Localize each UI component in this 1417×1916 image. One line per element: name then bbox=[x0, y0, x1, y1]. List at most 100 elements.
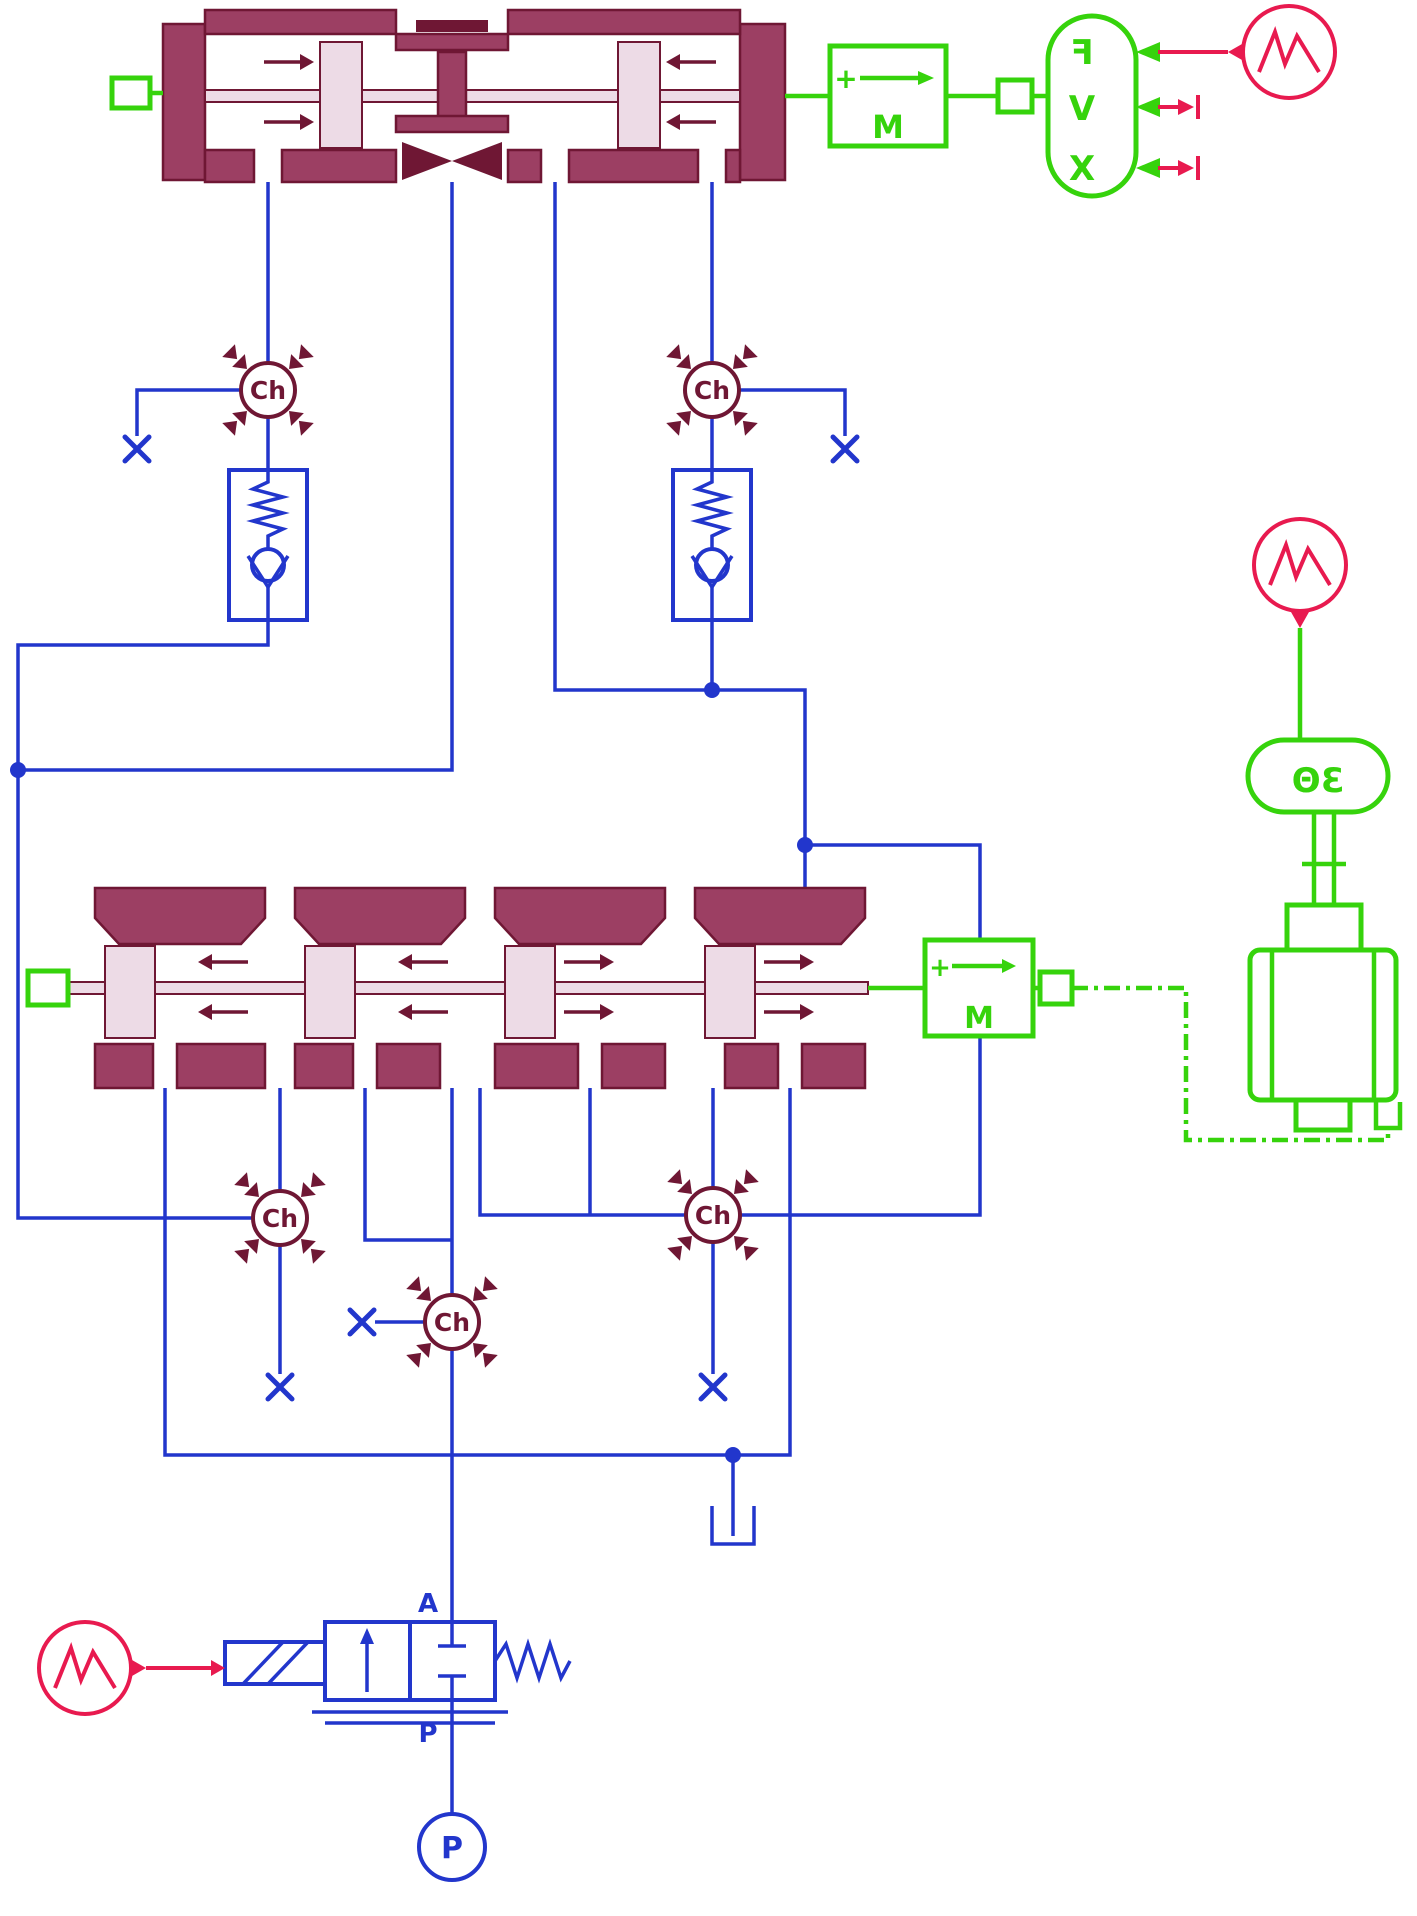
chamber-mid-center[interactable]: Ch bbox=[406, 1276, 498, 1368]
top-cylinder[interactable] bbox=[109, 8, 787, 184]
line-cyl-center-port[interactable] bbox=[18, 182, 454, 772]
bottom-shell bbox=[506, 148, 543, 184]
mass-block-top[interactable]: + M bbox=[827, 43, 949, 149]
waveform-icon bbox=[1252, 517, 1348, 613]
junction-dot bbox=[10, 762, 26, 778]
bottom-cap bbox=[375, 1042, 442, 1090]
rotary-label: 3Θ bbox=[1292, 761, 1345, 801]
direction-arrowhead bbox=[1002, 959, 1016, 973]
plus-sign: + bbox=[834, 62, 857, 95]
bottom-shell bbox=[280, 148, 398, 184]
plug-mid-left[interactable] bbox=[268, 1375, 292, 1399]
line-return-rail[interactable] bbox=[163, 1088, 792, 1457]
chamber-label: Ch bbox=[694, 376, 730, 405]
signal-source-top-right[interactable] bbox=[1228, 4, 1337, 100]
mechanical-port[interactable] bbox=[1037, 969, 1075, 1007]
clamp-load[interactable] bbox=[1247, 902, 1403, 1133]
top-cap bbox=[493, 886, 667, 946]
chamber-label: Ch bbox=[695, 1201, 731, 1230]
bottom-cap bbox=[175, 1042, 267, 1090]
solenoid[interactable] bbox=[223, 1640, 327, 1686]
flow-path-arrowhead bbox=[360, 1628, 374, 1644]
signal-port-arrow bbox=[1136, 97, 1160, 117]
piston-1 bbox=[104, 945, 156, 1039]
piston-4 bbox=[704, 945, 756, 1039]
piston-right bbox=[617, 41, 661, 149]
bottom-cap bbox=[600, 1042, 667, 1090]
line-port-elbow-center[interactable] bbox=[363, 1088, 452, 1242]
spool-cap bbox=[416, 20, 488, 32]
rotary-load-chain: 3Θ bbox=[1245, 517, 1403, 1133]
spool-top-flange bbox=[394, 32, 510, 52]
rod-end-port[interactable] bbox=[25, 968, 71, 1008]
signal-source-right[interactable] bbox=[1252, 517, 1348, 628]
bottom-cap bbox=[723, 1042, 780, 1090]
plug-top-right[interactable] bbox=[833, 437, 857, 461]
signal-source-valve[interactable] bbox=[37, 1620, 146, 1716]
rod-end-port[interactable] bbox=[109, 75, 153, 111]
bottom-cap bbox=[93, 1042, 155, 1090]
mass-block-mid[interactable]: + M bbox=[922, 937, 1036, 1039]
bottom-cap bbox=[293, 1042, 355, 1090]
return-spring bbox=[493, 1638, 572, 1684]
junction-dot bbox=[797, 837, 813, 853]
pressure-source[interactable]: P bbox=[417, 1812, 487, 1882]
displacement-output-label: X bbox=[1069, 149, 1095, 189]
mid-mechanical-chain: + M bbox=[868, 937, 1391, 1143]
signal-port-arrow bbox=[1136, 42, 1160, 62]
waveform-icon bbox=[1241, 4, 1337, 100]
clamp-bracket bbox=[1373, 1102, 1403, 1131]
tank[interactable] bbox=[710, 1506, 756, 1546]
signal-plug[interactable] bbox=[1158, 95, 1200, 119]
direction-arrowhead bbox=[918, 71, 934, 85]
line-port-to-chamber4-left[interactable] bbox=[478, 1088, 686, 1217]
junction-dot bbox=[704, 682, 720, 698]
force-output-label: F bbox=[1070, 33, 1093, 73]
butterfly-right bbox=[452, 142, 502, 180]
piston-left bbox=[319, 41, 363, 149]
mechanical-port[interactable] bbox=[995, 77, 1035, 115]
plug-mid-center[interactable] bbox=[350, 1310, 374, 1334]
velocity-output-label: V bbox=[1068, 89, 1095, 129]
mass-label: M bbox=[872, 108, 904, 146]
line-checkvalve1-left-rail[interactable] bbox=[16, 620, 270, 1220]
chamber-label: Ch bbox=[262, 1204, 298, 1233]
plug-mid-right[interactable] bbox=[701, 1375, 725, 1399]
port-a-label: A bbox=[418, 1589, 438, 1619]
signal-plug[interactable] bbox=[1158, 156, 1200, 180]
mass-label: M bbox=[964, 1001, 994, 1036]
chamber-top-left[interactable]: Ch bbox=[222, 344, 314, 436]
top-cap bbox=[693, 886, 867, 946]
fvx-sensor[interactable]: F V X bbox=[1045, 13, 1160, 199]
chamber-top-right[interactable]: Ch bbox=[666, 344, 758, 436]
top-shell bbox=[203, 8, 398, 36]
mechanical-dashdot-link[interactable] bbox=[1072, 985, 1391, 1143]
piston-3 bbox=[504, 945, 556, 1039]
spool-bottom-flange bbox=[394, 114, 510, 134]
mid-actuator[interactable] bbox=[25, 886, 869, 1090]
chamber-mid-left[interactable]: Ch bbox=[234, 1172, 326, 1264]
bottom-shell bbox=[724, 148, 742, 184]
source-output-arrow bbox=[1291, 612, 1309, 628]
source-output-arrow bbox=[132, 1660, 146, 1676]
hydraulic-lines[interactable] bbox=[10, 182, 982, 1814]
bottom-cap bbox=[800, 1042, 867, 1090]
plug-top-left[interactable] bbox=[125, 437, 149, 461]
check-valve-right[interactable] bbox=[671, 468, 753, 622]
line-chamber2-to-plug[interactable] bbox=[740, 388, 847, 436]
line-cyl-port3-right-rail[interactable] bbox=[553, 182, 807, 888]
left-end-cap bbox=[161, 22, 207, 182]
spool-web bbox=[436, 50, 468, 120]
top-cap bbox=[93, 886, 267, 946]
chamber-mid-right[interactable]: Ch bbox=[667, 1169, 759, 1261]
junction-dot bbox=[725, 1447, 741, 1463]
pressure-source-label: P bbox=[441, 1831, 463, 1866]
bottom-shell bbox=[567, 148, 700, 184]
directional-valve[interactable]: A P bbox=[223, 1589, 572, 1749]
top-shell bbox=[506, 8, 742, 36]
line-chamber1-to-plug[interactable] bbox=[135, 388, 241, 436]
check-valve-left[interactable] bbox=[227, 468, 309, 622]
rotary-converter[interactable]: 3Θ bbox=[1245, 737, 1391, 815]
butterfly-left bbox=[402, 142, 452, 180]
